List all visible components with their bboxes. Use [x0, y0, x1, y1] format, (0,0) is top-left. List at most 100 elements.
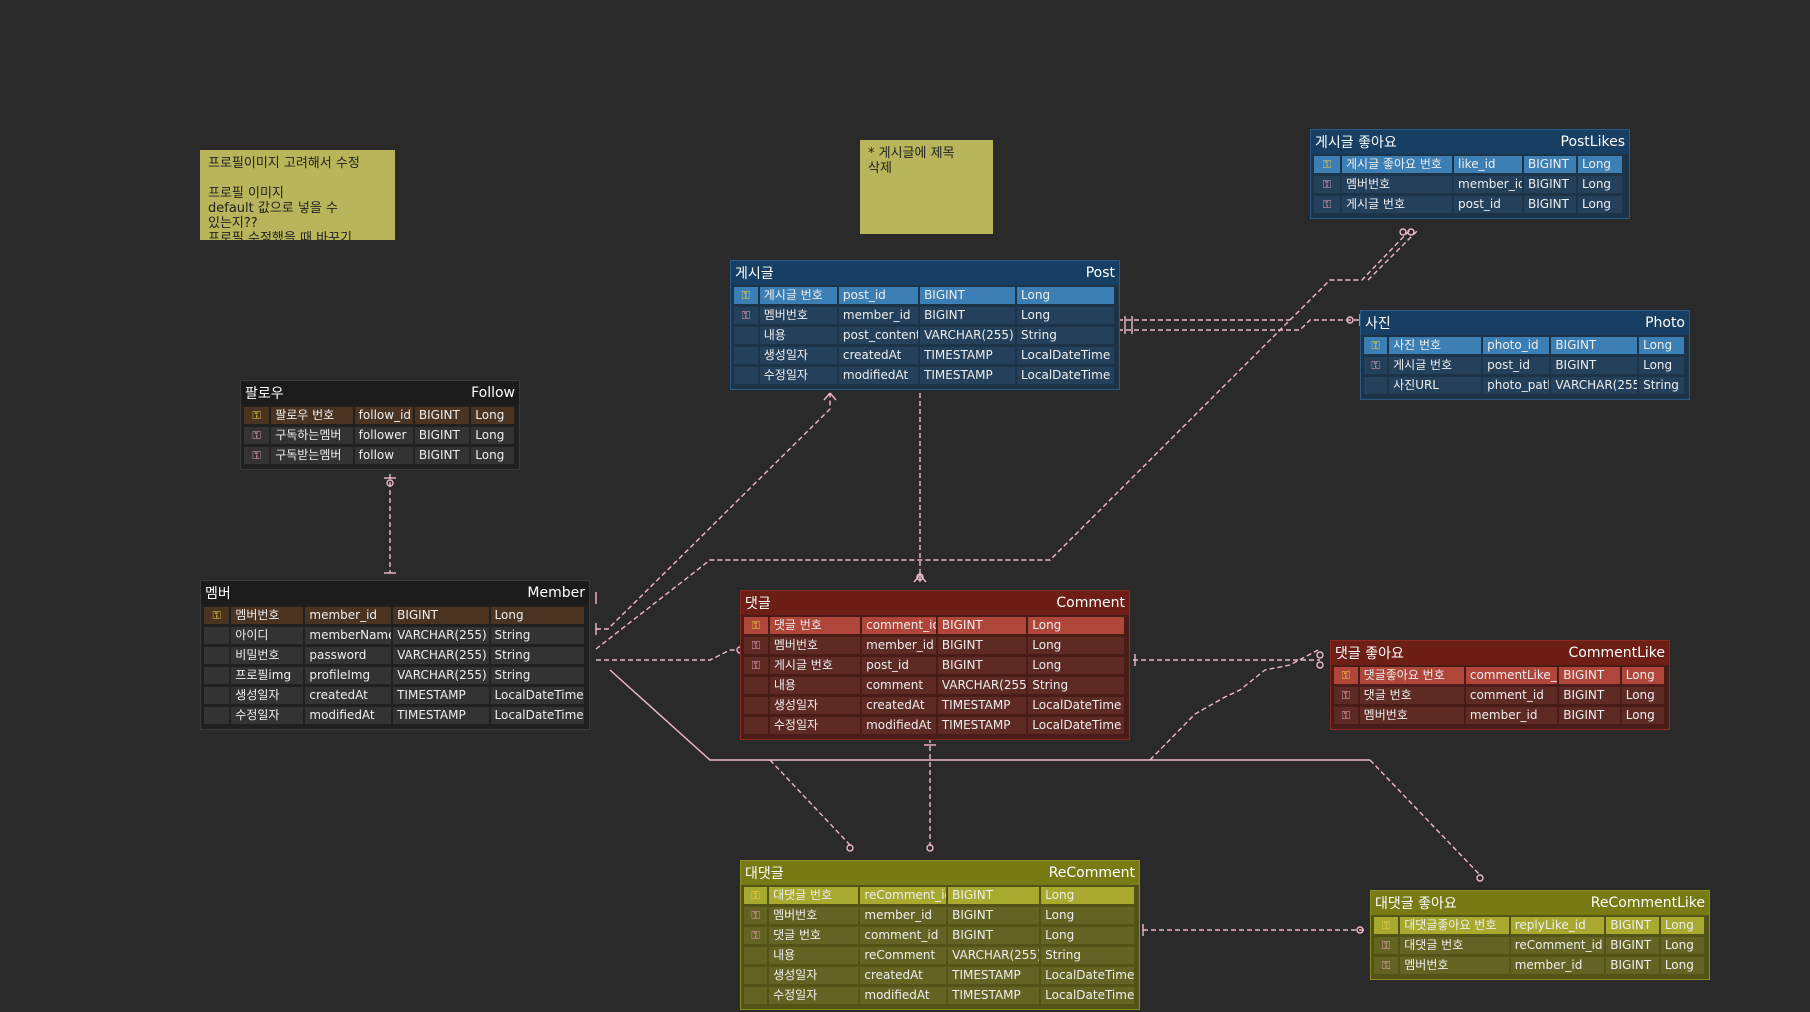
key-icon: ⚿	[1314, 155, 1340, 173]
column-logical-name: 대댓글좋아요 번호	[1400, 916, 1509, 934]
entity-korean-name: 댓글	[745, 596, 771, 612]
column-db-type: BIGINT	[1559, 706, 1620, 724]
key-icon: ⚿	[734, 286, 758, 304]
column-db-type: BIGINT	[948, 886, 1040, 904]
foreign-key-icon: ⚿	[244, 426, 270, 444]
column-logical-name: 댓글좋아요 번호	[1359, 666, 1464, 684]
rel-member-recommentlike	[1369, 759, 1481, 876]
column-physical-name: member_id	[1510, 956, 1605, 974]
foreign-key-icon: ⚿	[1374, 956, 1399, 974]
column-db-type: VARCHAR(255)	[393, 666, 489, 684]
column-db-type: BIGINT	[414, 426, 470, 444]
column-db-type: BIGINT	[1606, 956, 1659, 974]
column-java-type: String	[490, 626, 585, 644]
column-logical-name: 멤버번호	[1342, 175, 1452, 193]
column-physical-name: createdAt	[860, 966, 947, 984]
column-java-type: Long	[471, 426, 514, 444]
entity-korean-name: 멤버	[205, 586, 231, 602]
foreign-key-icon: ⚿	[734, 306, 758, 324]
key-icon: ⚿	[744, 616, 768, 634]
column-java-type: Long	[1028, 656, 1124, 674]
column-logical-name: 수정일자	[769, 716, 861, 734]
column-java-type: Long	[1028, 616, 1124, 634]
column-logical-name: 게시글 좋아요 번호	[1342, 155, 1452, 173]
column-logical-name: 멤버번호	[1400, 956, 1509, 974]
column-physical-name: reComment_id	[1510, 936, 1605, 954]
column-physical-name: member_id	[305, 606, 392, 624]
sticky-note-profile[interactable]: 프로필이미지 고려해서 수정 프로필 이미지 default 값으로 넣을 수 …	[200, 150, 395, 240]
column-java-type: LocalDateTime	[1017, 366, 1114, 384]
column-physical-name: profileImg	[305, 666, 392, 684]
sticky-note-post[interactable]: * 게시글에 제목 삭제	[860, 140, 993, 234]
column-logical-name: 멤버번호	[759, 306, 837, 324]
column-physical-name: commentLike_id	[1465, 666, 1558, 684]
column-logical-name: 수정일자	[231, 706, 304, 724]
column-db-type: BIGINT	[1524, 155, 1576, 173]
no-key-cell	[734, 326, 758, 344]
column-db-type: BIGINT	[937, 656, 1027, 674]
column-db-type: BIGINT	[937, 616, 1027, 634]
column-java-type: Long	[1578, 195, 1622, 213]
column-db-type: BIGINT	[393, 606, 489, 624]
column-java-type: LocalDateTime	[1041, 986, 1134, 1004]
column-logical-name: 내용	[759, 326, 837, 344]
